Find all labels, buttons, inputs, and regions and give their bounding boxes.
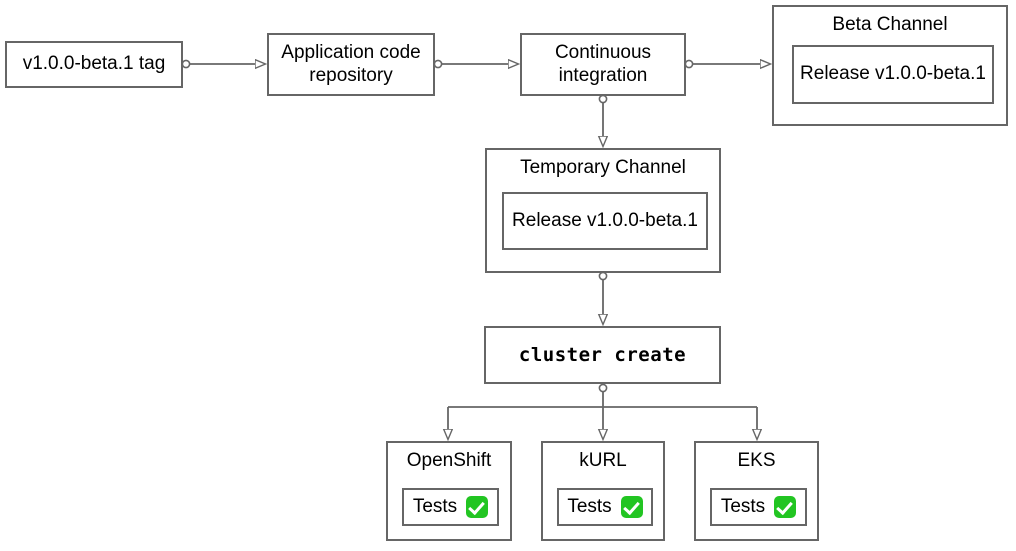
- check-mark-green-icon: [620, 496, 643, 518]
- node-continuous-integration[interactable]: Continuous integration: [520, 33, 686, 96]
- openshift-title: OpenShift: [406, 450, 492, 471]
- node-openshift[interactable]: OpenShift Tests: [386, 441, 512, 541]
- node-tag-label: v1.0.0-beta.1 tag: [22, 53, 166, 75]
- edge-ci-to-beta-channel: [684, 60, 770, 67]
- check-mark-green-icon: [774, 496, 797, 518]
- node-beta-channel[interactable]: Beta Channel Release v1.0.0-beta.1: [772, 5, 1008, 126]
- check-mark-green-icon: [466, 496, 489, 518]
- node-application-code-repository[interactable]: Application code repository: [267, 33, 435, 96]
- kurl-tests-label: Tests: [567, 495, 612, 517]
- beta-channel-release-box[interactable]: Release v1.0.0-beta.1: [792, 45, 994, 104]
- node-eks[interactable]: EKS Tests: [694, 441, 819, 541]
- eks-tests-box[interactable]: Tests: [710, 488, 807, 526]
- node-temporary-channel[interactable]: Temporary Channel Release v1.0.0-beta.1: [485, 148, 721, 273]
- node-cluster-create-label: cluster create: [518, 343, 687, 366]
- edge-ci-to-temp-channel: [599, 94, 606, 146]
- kurl-tests-box[interactable]: Tests: [557, 488, 653, 526]
- node-kurl[interactable]: kURL Tests: [541, 441, 665, 541]
- openshift-tests-label: Tests: [412, 495, 458, 517]
- temporary-channel-release-label: Release v1.0.0-beta.1: [512, 209, 698, 231]
- edge-repo-to-ci: [433, 60, 518, 67]
- edge-cluster-create-branch: [448, 383, 757, 439]
- beta-channel-title: Beta Channel: [832, 14, 948, 35]
- openshift-tests-box[interactable]: Tests: [402, 488, 499, 526]
- node-tag[interactable]: v1.0.0-beta.1 tag: [5, 41, 183, 88]
- node-cluster-create[interactable]: cluster create: [484, 326, 721, 384]
- temporary-channel-release-box[interactable]: Release v1.0.0-beta.1: [502, 192, 708, 250]
- node-continuous-integration-label: Continuous integration: [554, 42, 652, 86]
- edge-temp-channel-to-cluster-create: [599, 271, 606, 324]
- edge-tag-to-repo: [181, 60, 265, 67]
- eks-title: EKS: [737, 450, 776, 471]
- node-application-code-repository-label: Application code repository: [281, 42, 421, 86]
- eks-tests-label: Tests: [720, 495, 766, 517]
- beta-channel-release-label: Release v1.0.0-beta.1: [800, 63, 986, 85]
- kurl-title: kURL: [579, 450, 627, 471]
- temporary-channel-title: Temporary Channel: [520, 157, 686, 178]
